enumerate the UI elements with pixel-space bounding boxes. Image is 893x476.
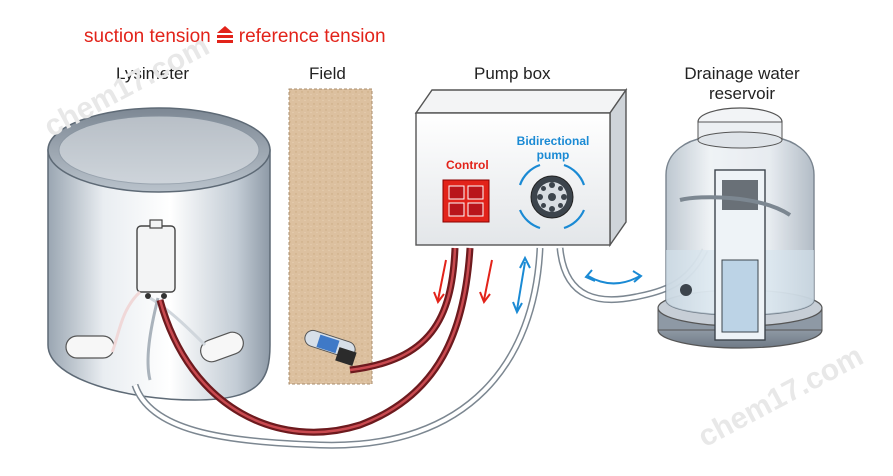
reservoir-label: Drainage water reservoir — [668, 64, 816, 104]
suction-cup-right — [200, 331, 244, 363]
lysimeter-label: Lysimeter — [116, 64, 190, 83]
pump-rotor-icon — [518, 163, 586, 230]
control-label: Control — [446, 158, 489, 172]
field-label: Field — [309, 64, 346, 83]
lysimeter-sensor-box — [136, 225, 176, 293]
field-soil-column — [288, 88, 373, 385]
reference-tension-label: reference tension — [238, 26, 386, 48]
pump-box-label: Pump box — [474, 64, 551, 83]
suction-tension-label: suction tension — [84, 26, 211, 48]
pump-box — [414, 87, 628, 248]
reservoir-label-line2: reservoir — [708, 84, 776, 103]
pump-label-line2: pump — [536, 148, 570, 162]
suction-cup-left — [65, 335, 115, 359]
pump-label-line1: Bidirectional — [516, 134, 590, 148]
header-legend: suction tension reference tension — [84, 24, 386, 50]
control-panel-icon — [442, 179, 490, 223]
reservoir-label-line1: Drainage water — [684, 64, 800, 83]
tubing — [131, 247, 709, 449]
pump-label: Bidirectional pump — [514, 134, 592, 162]
field-tensiometer — [304, 329, 357, 366]
drainage-reservoir — [657, 107, 823, 349]
flow-arrow-icon — [433, 255, 643, 315]
lysimeter — [47, 107, 271, 401]
suction-reference-symbol-icon — [215, 24, 235, 50]
